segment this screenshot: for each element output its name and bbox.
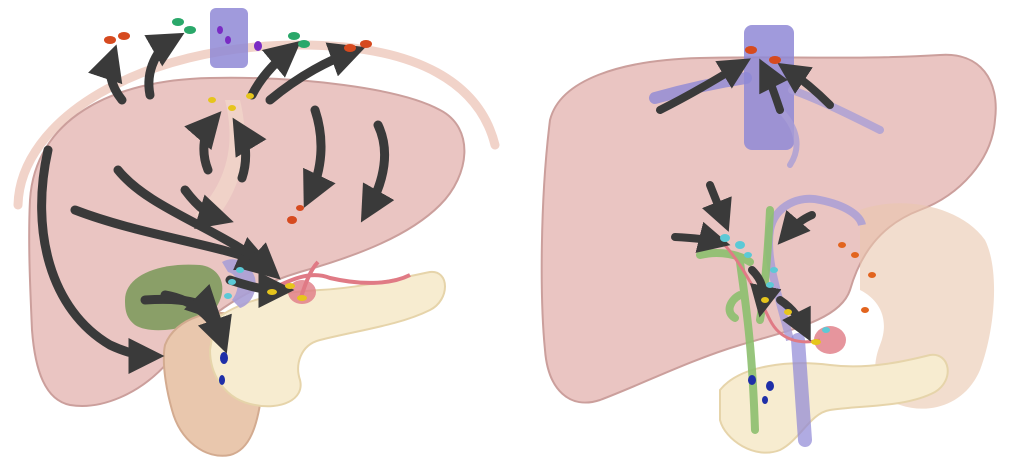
lymph-node (744, 252, 752, 258)
lymph-node (285, 283, 295, 289)
lymph-node (184, 26, 196, 34)
lymph-node (236, 267, 244, 273)
lymph-node (172, 18, 184, 26)
lymph-node (220, 352, 228, 364)
lymph-node (344, 44, 356, 52)
arrow-path (675, 237, 718, 242)
lymph-node (297, 295, 307, 301)
lymph-node (766, 381, 774, 391)
lymph-node (838, 242, 846, 248)
lymph-node (224, 293, 232, 299)
lymph-node (246, 93, 254, 99)
lymph-node (225, 36, 231, 44)
lymph-node (748, 375, 756, 385)
lymph-node (766, 282, 774, 288)
lymph-node (228, 105, 236, 111)
lymph-node (118, 32, 130, 40)
lymph-node (811, 339, 821, 345)
lymph-node (287, 216, 297, 224)
lymph-node (769, 56, 781, 64)
lymph-node (770, 267, 778, 273)
lymph-node (851, 252, 859, 258)
lymph-node (360, 40, 372, 48)
lymph-node (228, 279, 236, 285)
lymph-node (298, 40, 310, 48)
lymph-node (861, 307, 869, 313)
lymph-node (822, 327, 830, 333)
lymph-node (288, 32, 300, 40)
lymph-node (745, 46, 757, 54)
lymph-node (868, 272, 876, 278)
lymph-node (104, 36, 116, 44)
lymph-node (254, 41, 262, 51)
lymph-node (762, 396, 768, 404)
lymph-node (219, 375, 225, 385)
lymph-node (208, 97, 216, 103)
lymph-node (217, 26, 223, 34)
lymph-node (784, 309, 792, 315)
lymph-node (735, 241, 745, 249)
lymph-node (296, 205, 304, 211)
lymph-node (267, 289, 277, 295)
lymph-node (761, 297, 769, 303)
portal-vein-descending (798, 340, 805, 440)
left-panel (18, 8, 495, 456)
lymph-node (720, 234, 730, 242)
right-panel (542, 25, 996, 453)
